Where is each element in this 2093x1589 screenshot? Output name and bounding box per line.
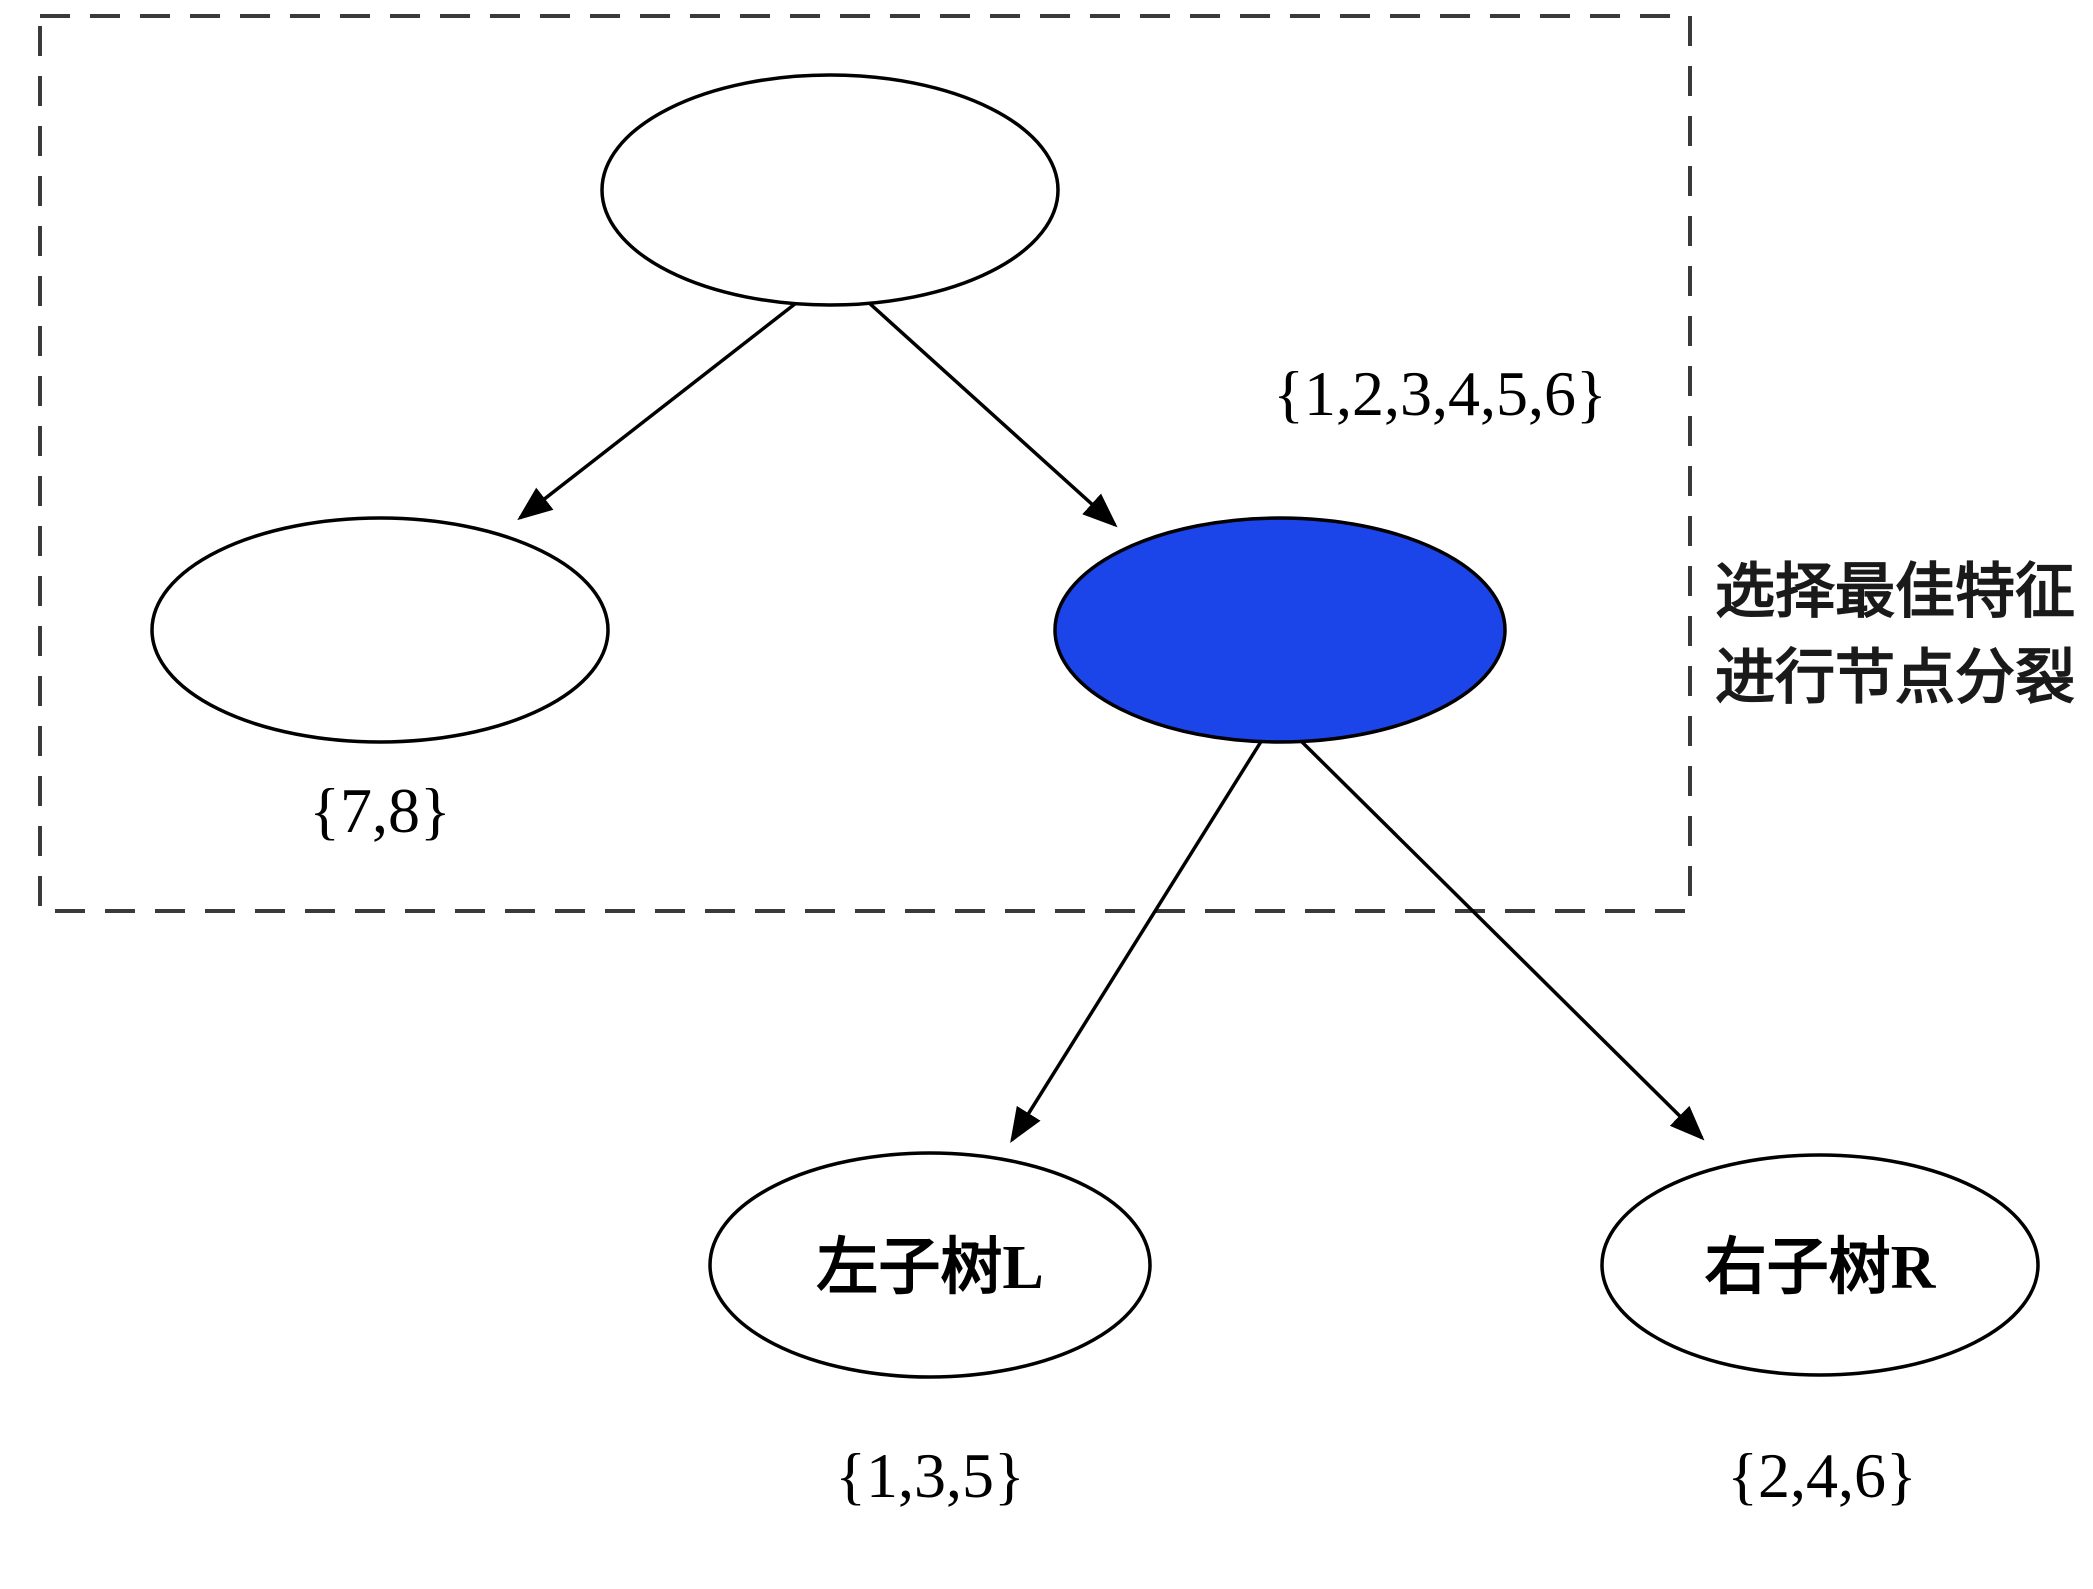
right-subtree-node-label: 右子树R [1705,1233,1937,1302]
left-subtree-node-label: 左子树L [816,1233,1043,1302]
right-subtree-node-ellipse [1600,1153,2040,1377]
left-subtree-node-ellipse [708,1151,1152,1379]
annotation-line-2: 进行节点分裂 [1715,644,2075,711]
pruned-leaf-node-ellipse [150,516,610,744]
dashed-scope-box [38,14,1692,913]
right-subtree-set-label: {2,4,6} [1727,1440,1916,1511]
edge-root-to-split-node [866,300,1118,528]
edge-root-to-pruned-leaf [517,298,802,521]
edge-split-to-left-subtree [1010,739,1264,1143]
annotation-line-1: 选择最佳特征 [1715,558,2075,625]
edge-split-to-right-subtree [1298,738,1705,1141]
left-subtree-set-label: {1,3,5} [835,1440,1024,1511]
root-node-ellipse [600,73,1060,307]
pruned-leaf-set-label: {7,8} [309,775,450,846]
split-node-ellipse [1053,516,1507,744]
split-node-set-label: {1,2,3,4,5,6} [1273,358,1606,429]
